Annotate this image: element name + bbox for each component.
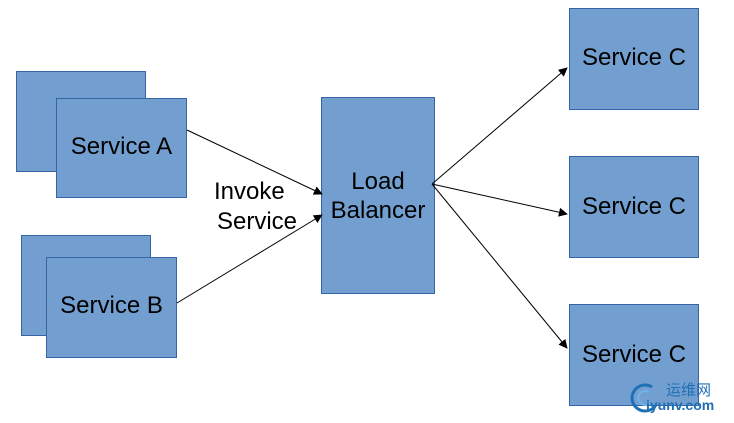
load-balancer-label-line2: Balancer (330, 197, 426, 224)
invoke-service-label-line2: Service (217, 208, 298, 235)
arrow-service-a-to-load-balancer (186, 129, 323, 195)
arrow-service-b-to-load-balancer (176, 214, 323, 304)
load-balancer-box (321, 97, 435, 294)
service-b-box (46, 257, 177, 358)
service-c-box-2 (569, 156, 699, 258)
watermark: 运维网 iyunv.com (628, 379, 728, 415)
service-c-label-1: Service C (581, 44, 687, 71)
arrow-load-balancer-to-service-c-3 (431, 183, 568, 349)
watermark-domain-text: iyunv.com (646, 397, 715, 413)
service-c-box-1 (569, 8, 699, 110)
watermark-logo-icon (630, 383, 658, 413)
service-c-label-2: Service C (581, 193, 687, 220)
service-a-box (56, 98, 187, 198)
arrow-load-balancer-to-service-c-2 (431, 183, 568, 217)
service-a-label: Service A (70, 133, 173, 160)
arrow-load-balancer-to-service-c-1 (431, 67, 568, 185)
watermark-chinese-text: 运维网 (666, 382, 712, 399)
load-balancer-label-line1: Load (351, 168, 405, 195)
service-c-label-3: Service C (581, 341, 687, 368)
service-b-label: Service B (60, 292, 163, 319)
invoke-service-label-line1: Invoke (214, 178, 285, 205)
